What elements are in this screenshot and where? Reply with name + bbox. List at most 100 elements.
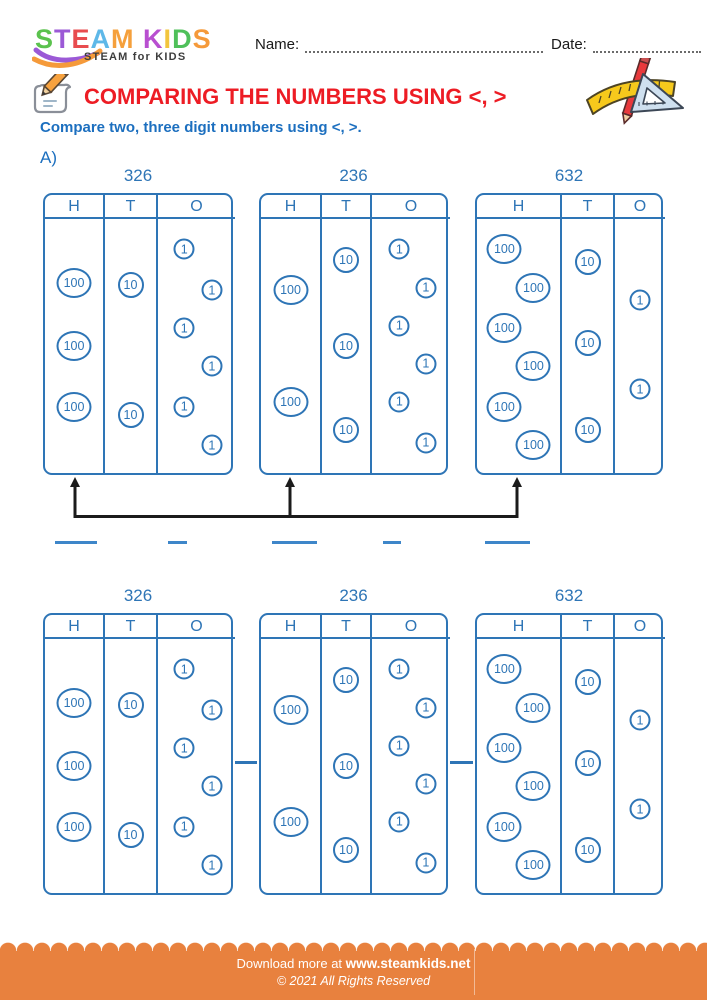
- counter-circle-10: 10: [574, 750, 601, 777]
- counter-circle-10: 10: [574, 416, 601, 443]
- page-title: COMPARING THE NUMBERS USING <, >: [84, 84, 507, 109]
- column-header: T: [105, 195, 156, 219]
- counter-circle-1: 1: [201, 699, 223, 721]
- worksheet-instruction: Compare two, three digit numbers using <…: [40, 119, 362, 136]
- counter-circle-100: 100: [515, 692, 551, 723]
- counter-circle-1: 1: [173, 737, 195, 759]
- counter-circle-100: 100: [56, 267, 92, 298]
- counter-circle-100: 100: [486, 811, 522, 842]
- answer-blank-symbol-1[interactable]: [168, 541, 187, 544]
- counter-circle-100: 100: [273, 386, 308, 417]
- table-number-label: 236: [339, 586, 368, 605]
- answer-blank-number-2[interactable]: [272, 541, 317, 544]
- column-header: O: [615, 615, 665, 639]
- counter-circle-1: 1: [173, 658, 195, 680]
- column-header: T: [105, 615, 156, 639]
- counter-circle-100: 100: [515, 351, 551, 382]
- counter-circle-100: 100: [56, 811, 92, 842]
- counter-circle-1: 1: [388, 658, 410, 680]
- counter-circle-1: 1: [415, 773, 437, 795]
- date-blank-line[interactable]: [592, 39, 701, 53]
- date-field: Date:: [551, 36, 701, 53]
- name-field: Name:: [255, 36, 544, 53]
- name-label: Name:: [255, 36, 300, 53]
- counter-circle-100: 100: [273, 275, 308, 306]
- counter-circle-100: 100: [56, 751, 92, 781]
- logo-letter: A: [90, 24, 112, 54]
- counter-circle-10: 10: [574, 249, 601, 276]
- counter-circle-1: 1: [201, 775, 223, 797]
- counter-circle-100: 100: [486, 391, 522, 422]
- column-header: O: [158, 615, 235, 639]
- answer-blank-number-3[interactable]: [485, 541, 530, 544]
- counter-circle-1: 1: [388, 811, 410, 833]
- table-number-label: 326: [123, 166, 153, 185]
- column-header: H: [261, 615, 320, 639]
- footer-scallop-edge: [0, 942, 707, 951]
- counter-circle-100: 100: [273, 806, 308, 837]
- table-number-label: 632: [554, 166, 584, 185]
- notepad-pencil-icon: [33, 74, 72, 114]
- counter-circle-100: 100: [56, 687, 92, 718]
- counter-circle-1: 1: [388, 315, 410, 337]
- logo-letter: T: [54, 24, 72, 54]
- bracket-arrows: [70, 477, 522, 518]
- name-blank-line[interactable]: [305, 39, 544, 53]
- counter-circle-1: 1: [629, 378, 651, 400]
- answer-blank-symbol-2[interactable]: [383, 541, 401, 544]
- footer-copyright: © 2021 All Rights Reserved: [276, 974, 431, 988]
- counter-circle-100: 100: [273, 695, 308, 726]
- counter-circle-1: 1: [415, 277, 437, 299]
- counter-circle-100: 100: [486, 654, 522, 685]
- footer-divider: [474, 949, 475, 995]
- table-number-label: 326: [123, 586, 153, 605]
- counter-circle-1: 1: [201, 279, 223, 301]
- counter-circle-10: 10: [117, 272, 144, 299]
- column-body: 100 100: [261, 219, 320, 473]
- counter-circle-100: 100: [515, 771, 551, 802]
- compare-dash-2[interactable]: [450, 761, 473, 764]
- counter-circle-10: 10: [117, 692, 144, 719]
- footer-download-text: Download more at: [236, 956, 346, 971]
- counter-circle-10: 10: [333, 416, 359, 443]
- steam-kids-logo: STEAM KIDS: [35, 24, 212, 55]
- column-header: T: [322, 195, 370, 219]
- counter-circle-100: 100: [486, 313, 522, 344]
- counter-circle-100: 100: [515, 850, 551, 881]
- column-header: H: [477, 195, 560, 219]
- logo-letter: S: [35, 24, 55, 54]
- logo-letter: K: [143, 24, 164, 54]
- table-number-label: 236: [339, 166, 368, 185]
- column-body: 100 100 100: [45, 639, 103, 893]
- answer-blank-number-1[interactable]: [55, 541, 97, 544]
- counter-circle-1: 1: [629, 709, 651, 731]
- footer-website-link[interactable]: www.steamkids.net: [345, 956, 471, 971]
- column-header: H: [45, 615, 103, 639]
- counter-circle-100: 100: [56, 391, 92, 422]
- counter-circle-1: 1: [201, 355, 223, 377]
- column-header: T: [322, 615, 370, 639]
- compare-dash-1[interactable]: [235, 761, 257, 764]
- counter-circle-10: 10: [333, 666, 359, 693]
- logo-tagline: STEAM for KIDS: [84, 51, 187, 63]
